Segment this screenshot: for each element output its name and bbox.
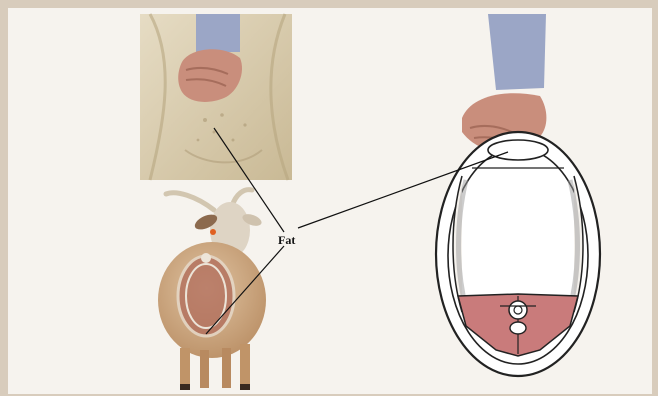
- goat-front-view-photo: [158, 190, 266, 390]
- left-horn: [166, 193, 214, 210]
- hand-palpating-sternum-photo: [140, 14, 292, 180]
- sleeve-cuff: [196, 14, 240, 52]
- sternal-fat-pad: [488, 140, 548, 160]
- fat-label: Fat: [278, 233, 295, 247]
- thorax-cross-section-diagram: [436, 14, 600, 376]
- sleeve: [488, 14, 546, 90]
